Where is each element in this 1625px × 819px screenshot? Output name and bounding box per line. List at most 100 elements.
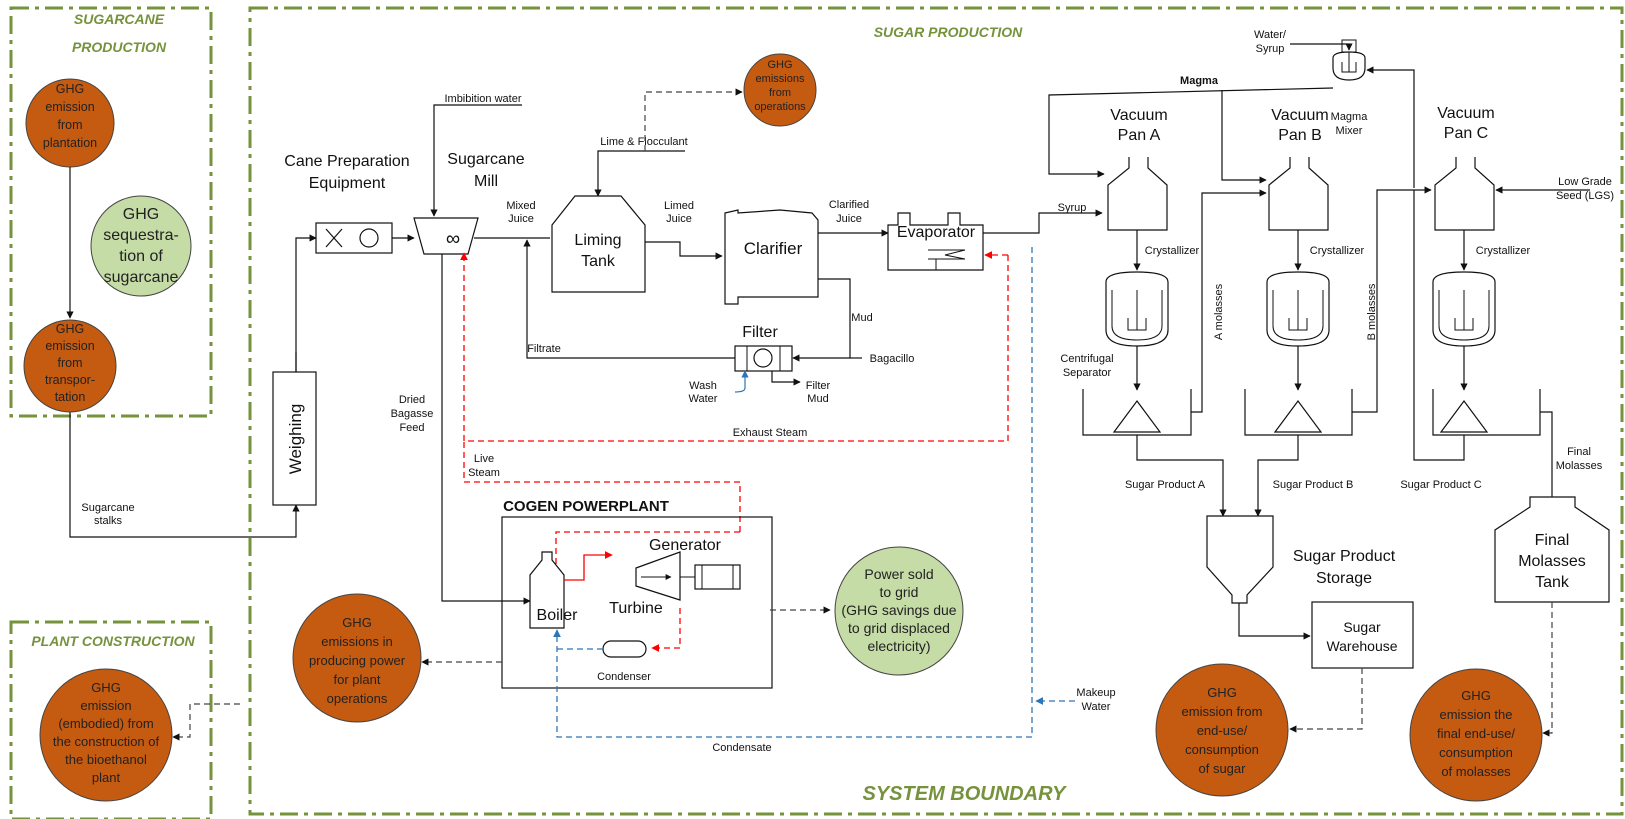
label-sugarcane-stalks-2: stalks xyxy=(94,515,123,527)
svg-text:Mixed: Mixed xyxy=(506,200,535,212)
svg-text:Condensate: Condensate xyxy=(712,742,771,754)
vacuum-pan-c: Vacuum Pan C Crystallizer xyxy=(1432,105,1541,436)
svg-text:Feed: Feed xyxy=(399,422,424,434)
svg-text:Evaporator: Evaporator xyxy=(897,224,976,241)
svg-text:Syrup: Syrup xyxy=(1256,43,1285,55)
svg-text:GHG: GHG xyxy=(56,82,84,96)
svg-text:Crystallizer: Crystallizer xyxy=(1310,245,1365,257)
svg-text:Juice: Juice xyxy=(836,213,862,225)
svg-text:emissions in: emissions in xyxy=(321,634,393,649)
svg-text:Separator: Separator xyxy=(1063,367,1112,379)
section-plant-construction: PLANT CONSTRUCTION xyxy=(31,633,195,649)
svg-text:transpor-: transpor- xyxy=(45,373,95,387)
svg-text:GHG: GHG xyxy=(767,59,792,71)
cane-prep-equipment: Cane Preparation Equipment xyxy=(284,153,415,254)
svg-text:Sugar Product: Sugar Product xyxy=(1293,548,1396,565)
clarifier: Clarifier xyxy=(724,209,819,305)
cane-supply-flows xyxy=(66,167,317,538)
svg-text:plantation: plantation xyxy=(43,136,97,150)
svg-text:Filter: Filter xyxy=(806,380,831,392)
circle-power-emissions: GHG emissions in producing power for pla… xyxy=(292,593,422,723)
svg-text:(GHG savings due: (GHG savings due xyxy=(841,602,956,618)
svg-text:of sugar: of sugar xyxy=(1199,761,1247,776)
final-molasses-tank: Final Molasses Tank xyxy=(1494,496,1610,603)
svg-text:end-use/: end-use/ xyxy=(1197,723,1248,738)
svg-text:Sugar: Sugar xyxy=(1343,619,1381,635)
svg-text:from: from xyxy=(58,118,83,132)
svg-text:Seed (LGS): Seed (LGS) xyxy=(1556,190,1614,202)
svg-text:∞: ∞ xyxy=(446,228,460,250)
operations-emission-flow xyxy=(644,88,743,151)
svg-text:emission the: emission the xyxy=(1440,707,1513,722)
svg-text:sugarcane: sugarcane xyxy=(104,269,179,286)
svg-text:Molasses: Molasses xyxy=(1556,460,1603,472)
svg-text:Mill: Mill xyxy=(474,173,498,190)
svg-text:Bagasse: Bagasse xyxy=(391,408,434,420)
section-sugar-production: SUGAR PRODUCTION xyxy=(874,24,1023,40)
svg-text:to grid displaced: to grid displaced xyxy=(848,620,950,636)
svg-text:emissions: emissions xyxy=(756,73,805,85)
svg-text:for plant: for plant xyxy=(334,672,381,687)
svg-text:Pan A: Pan A xyxy=(1118,127,1161,144)
svg-text:B molasses: B molasses xyxy=(1366,283,1378,340)
svg-text:Syrup: Syrup xyxy=(1058,202,1087,214)
circle-operations: GHG emissions from operations xyxy=(743,53,817,127)
section-system-boundary: SYSTEM BOUNDARY xyxy=(863,783,1068,805)
svg-text:Mud: Mud xyxy=(807,393,828,405)
svg-text:Generator: Generator xyxy=(649,537,722,554)
sugar-warehouse: Sugar Warehouse xyxy=(1311,601,1414,669)
svg-text:consumption: consumption xyxy=(1439,745,1513,760)
svg-text:Vacuum: Vacuum xyxy=(1110,107,1168,124)
svg-text:operations: operations xyxy=(327,691,388,706)
svg-text:Juice: Juice xyxy=(666,213,692,225)
magma-mixer: Magma Mixer xyxy=(1331,39,1369,137)
svg-text:from: from xyxy=(769,87,791,99)
svg-text:(embodied) from: (embodied) from xyxy=(58,716,153,731)
svg-text:Warehouse: Warehouse xyxy=(1326,638,1397,654)
svg-text:Weighing: Weighing xyxy=(286,404,305,475)
svg-text:emission: emission xyxy=(45,100,94,114)
svg-text:Juice: Juice xyxy=(508,213,534,225)
svg-text:Tank: Tank xyxy=(1535,574,1570,591)
cogen-powerplant: COGEN POWERPLANT Boiler Generator Turbin… xyxy=(501,498,773,689)
svg-text:to grid: to grid xyxy=(880,584,919,600)
svg-text:GHG: GHG xyxy=(342,615,372,630)
svg-text:Exhaust Steam: Exhaust Steam xyxy=(733,427,808,439)
svg-text:Water: Water xyxy=(689,393,718,405)
filter: Filter xyxy=(734,324,793,372)
svg-text:Storage: Storage xyxy=(1316,570,1372,587)
steam-lines xyxy=(460,251,1009,652)
label-sugarcane-stalks-1: Sugarcane xyxy=(81,502,134,514)
svg-text:the bioethanol: the bioethanol xyxy=(65,752,147,767)
svg-text:Filter: Filter xyxy=(742,324,778,341)
svg-text:the construction of: the construction of xyxy=(53,734,160,749)
svg-text:Condenser: Condenser xyxy=(597,671,651,683)
svg-text:Vacuum: Vacuum xyxy=(1437,105,1495,122)
sugar-storage: Sugar Product Storage xyxy=(1206,515,1396,604)
svg-text:from: from xyxy=(58,356,83,370)
svg-text:Steam: Steam xyxy=(468,467,500,479)
svg-text:Liming: Liming xyxy=(574,232,621,249)
imbibition-flow xyxy=(430,104,522,217)
svg-text:Power sold: Power sold xyxy=(864,566,933,582)
circle-molasses-use: GHG emission the final end-use/ consumpt… xyxy=(1409,668,1543,802)
svg-text:Turbine: Turbine xyxy=(609,600,663,617)
svg-text:producing power: producing power xyxy=(309,653,406,668)
svg-text:Sugar Product B: Sugar Product B xyxy=(1273,479,1354,491)
svg-text:tion of: tion of xyxy=(119,248,163,265)
circle-sequestration: GHG sequestra- tion of sugarcane xyxy=(90,195,192,297)
svg-text:Magma: Magma xyxy=(1180,75,1219,87)
sugarcane-production-boundary xyxy=(9,6,213,418)
circle-plantation: GHG emission from plantation xyxy=(25,78,115,168)
svg-text:Mixer: Mixer xyxy=(1336,125,1363,137)
svg-text:GHG: GHG xyxy=(1207,685,1237,700)
svg-text:Bagacillo: Bagacillo xyxy=(870,353,915,365)
svg-text:Magma: Magma xyxy=(1331,111,1369,123)
svg-text:Clarifier: Clarifier xyxy=(744,239,803,258)
circle-construction: GHG emission (embodied) from the constru… xyxy=(39,668,173,802)
section-sugarcane-1: SUGARCANE xyxy=(74,11,165,27)
svg-text:Water/: Water/ xyxy=(1254,29,1287,41)
svg-text:Pan C: Pan C xyxy=(1444,125,1488,142)
svg-text:Sugar Product A: Sugar Product A xyxy=(1125,479,1206,491)
svg-text:Dried: Dried xyxy=(399,394,425,406)
